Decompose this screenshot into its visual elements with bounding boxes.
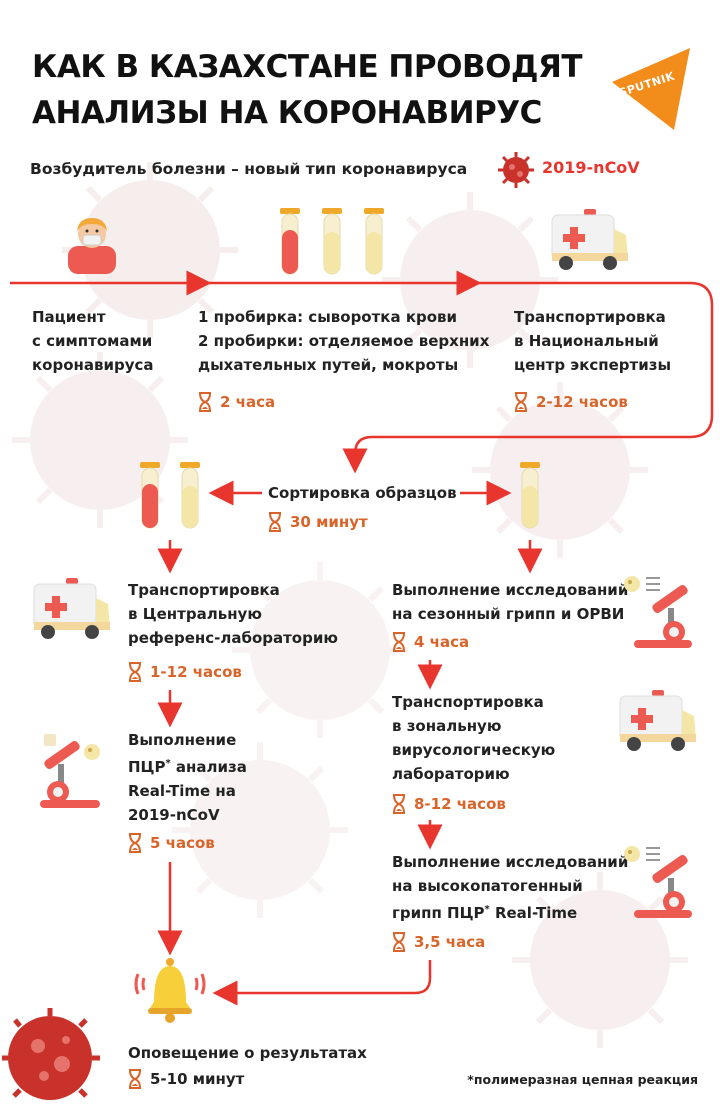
footnote: *полимеразная цепная реакция [467, 1072, 698, 1087]
hourglass-icon [393, 932, 405, 952]
pcr-ncov-line-2-b: анализа [170, 758, 247, 776]
transport-zonal-time: 8-12 часов [392, 794, 506, 814]
hourglass-icon [393, 632, 405, 652]
high-path-flu-line-3-a: грипп ПЦР [392, 904, 485, 922]
step-pcr-ncov: Выполнение ПЦР* анализа Real-Time на 201… [128, 728, 247, 827]
hourglass-icon [129, 833, 141, 853]
step-tubes: 1 пробирка: сыворотка крови 2 пробирки: … [198, 305, 489, 377]
pcr-ncov-line-2: ПЦР* анализа [128, 752, 247, 779]
bell-icon [134, 958, 206, 1023]
high-path-flu-line-3-b: Real-Time [489, 904, 578, 922]
step-transport-national: Транспортировка в Национальный центр экс… [514, 305, 671, 377]
page-title: КАК В КАЗАХСТАНЕ ПРОВОДЯТ АНАЛИЗЫ НА КОР… [32, 44, 632, 136]
notification-time: 5-10 минут [128, 1069, 244, 1089]
ambulance-icon [619, 690, 696, 751]
tubes-line-3: дыхательных путей, мокроты [198, 356, 459, 374]
transport-national-time-value: 2-12 часов [536, 393, 628, 411]
hourglass-icon [393, 794, 405, 814]
step-transport-central: Транспортировка в Центральную референс-л… [128, 578, 338, 650]
pcr-ncov-line-4: 2019-nCoV [128, 806, 220, 824]
pcr-ncov-line-3: Real-Time на [128, 782, 236, 800]
step-transport-zonal: Транспортировка в зональную вирусологиче… [392, 690, 555, 786]
title-line-1: КАК В КАЗАХСТАНЕ ПРОВОДЯТ [32, 49, 583, 85]
seasonal-flu-time-value: 4 часа [414, 633, 470, 651]
transport-national-line-2: в Национальный [514, 332, 659, 350]
tubes-line-1: 1 пробирка: сыворотка крови [198, 308, 458, 326]
sorting-time: 30 минут [268, 512, 368, 532]
test-tube-icon [520, 462, 540, 529]
hourglass-icon [269, 512, 281, 532]
high-path-flu-time-value: 3,5 часа [414, 933, 486, 951]
high-path-flu-time: 3,5 часа [392, 932, 485, 952]
high-path-flu-star: * [484, 904, 490, 915]
tubes-line-2: 2 пробирки: отделяемое верхних [198, 332, 490, 350]
virus-icon [2, 1008, 100, 1100]
pcr-ncov-line-2-a: ПЦР [128, 758, 166, 776]
transport-central-line-3: референс-лабораторию [128, 629, 338, 647]
transport-national-line-3: центр экспертизы [514, 356, 672, 374]
intro-text: Возбудитель болезни – новый тип коронави… [30, 160, 468, 178]
pcr-ncov-star: * [165, 758, 171, 769]
high-path-flu-line-1: Выполнение исследований [392, 853, 629, 871]
title-line-2: АНАЛИЗЫ НА КОРОНАВИРУС [32, 95, 542, 131]
seasonal-flu-line-2: на сезонный грипп и ОРВИ [392, 605, 625, 623]
virus-name: 2019-nCoV [542, 158, 640, 177]
transport-central-time-value: 1-12 часов [150, 663, 242, 681]
hourglass-icon [199, 392, 211, 412]
microscope-icon [624, 576, 692, 648]
test-tube-icon [280, 208, 384, 275]
patient-line-3: коронавируса [32, 356, 154, 374]
seasonal-flu-time: 4 часа [392, 632, 469, 652]
sorting-time-value: 30 минут [290, 513, 368, 531]
pcr-ncov-time: 5 часов [128, 833, 215, 853]
microscope-icon [624, 846, 692, 918]
transport-central-time: 1-12 часов [128, 662, 242, 682]
test-tube-icon [140, 462, 200, 529]
ambulance-icon [551, 209, 628, 270]
patient-icon [68, 218, 116, 274]
transport-zonal-line-2: в зональную [392, 717, 502, 735]
step-patient: Пациент с симптомами коронавируса [32, 305, 154, 377]
pcr-ncov-time-value: 5 часов [150, 834, 215, 852]
notification-label: Оповещение о результатах [128, 1044, 367, 1062]
virus-icon [498, 152, 534, 188]
pcr-ncov-line-1: Выполнение [128, 731, 237, 749]
arrow-right-to-bell [212, 960, 432, 1006]
patient-line-1: Пациент [32, 308, 106, 326]
notification-time-value: 5-10 минут [150, 1070, 245, 1088]
transport-central-line-2: в Центральную [128, 605, 262, 623]
patient-line-2: с симптомами [32, 332, 153, 350]
hourglass-icon [129, 1069, 141, 1089]
microscope-icon [40, 734, 100, 808]
hourglass-icon [129, 662, 141, 682]
logo-shape [612, 48, 690, 130]
seasonal-flu-line-1: Выполнение исследований [392, 581, 629, 599]
transport-zonal-time-value: 8-12 часов [414, 795, 506, 813]
high-path-flu-line-2: на высокопатогенный [392, 877, 583, 895]
step-seasonal-flu: Выполнение исследований на сезонный грип… [392, 578, 628, 626]
transport-national-line-1: Транспортировка [514, 308, 666, 326]
tubes-time-value: 2 часа [220, 393, 276, 411]
tubes-time: 2 часа [198, 392, 275, 412]
sputnik-logo: SPUTNIK [604, 44, 704, 134]
transport-central-line-1: Транспортировка [128, 581, 280, 599]
step-high-path-flu: Выполнение исследований на высокопатоген… [392, 850, 628, 925]
transport-zonal-line-4: лабораторию [392, 765, 510, 783]
transport-zonal-line-1: Транспортировка [392, 693, 544, 711]
transport-national-time: 2-12 часов [514, 392, 628, 412]
ambulance-icon [33, 578, 110, 639]
main-line [10, 281, 714, 474]
high-path-flu-line-3: грипп ПЦР* Real-Time [392, 898, 628, 925]
transport-zonal-line-3: вирусологическую [392, 741, 556, 759]
sorting-label: Сортировка образцов [268, 484, 457, 502]
hourglass-icon [515, 392, 527, 412]
